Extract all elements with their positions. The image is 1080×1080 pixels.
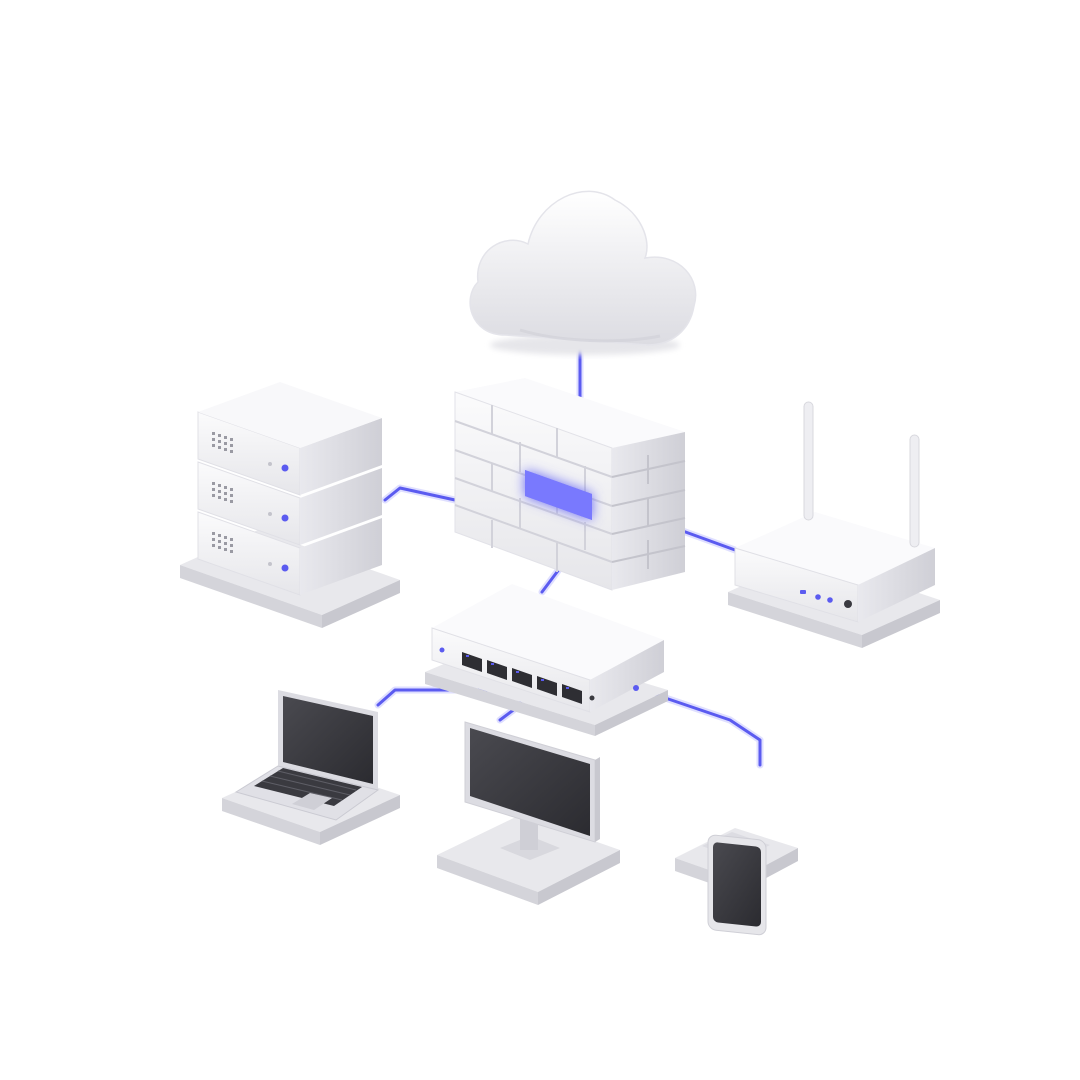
server-vent [212,432,233,453]
server-led [281,514,289,522]
laptop-icon [222,690,400,845]
server-vent [212,532,233,553]
server-led [281,464,289,472]
firewall-icon [454,378,686,591]
laptop-screen [283,696,373,784]
smartphone-icon [675,828,798,936]
cable-firewall-router [678,528,737,552]
monitor-screen [470,728,590,836]
router-antenna [909,434,920,548]
server-led [281,564,289,572]
monitor-icon [437,721,620,905]
network-switch-icon [425,584,668,736]
smartphone-screen [713,842,761,927]
cloud-icon [469,190,697,355]
router-antenna [803,401,814,521]
server-stack-icon [180,382,400,628]
cable-switch-phone [634,686,762,767]
wifi-router-icon [728,401,940,648]
cable-firewall-servers [383,486,457,502]
server-vent [212,482,233,503]
